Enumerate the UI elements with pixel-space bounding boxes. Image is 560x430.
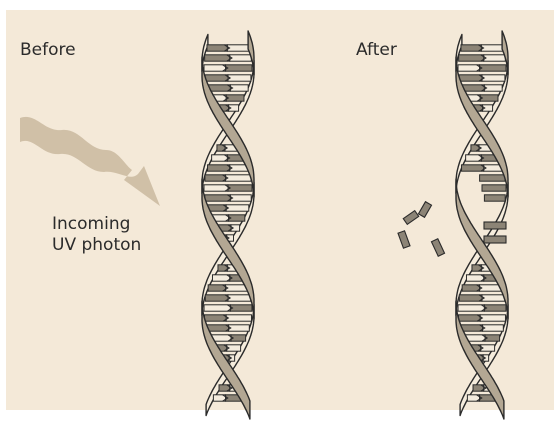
base-right <box>228 75 251 81</box>
base-right <box>228 185 252 191</box>
damaged-base <box>484 222 506 229</box>
base-right <box>484 55 506 61</box>
base-left <box>459 315 481 321</box>
base-left <box>205 75 228 81</box>
before-label: Before <box>20 40 76 61</box>
base-right <box>230 305 252 311</box>
base-right <box>481 45 503 51</box>
base-left <box>461 45 481 51</box>
base-pair-broken <box>480 175 505 181</box>
base-left <box>458 305 484 311</box>
base-left <box>461 325 483 331</box>
after-label: After <box>356 40 397 61</box>
incoming-label-line2: UV photon <box>52 235 141 256</box>
base-left <box>458 65 480 71</box>
base-right <box>480 65 506 71</box>
base-left <box>205 195 231 201</box>
base-right <box>226 175 251 181</box>
base-left <box>205 175 226 181</box>
base-left <box>459 55 484 61</box>
base-right <box>482 295 505 301</box>
base-left <box>207 45 227 51</box>
base-left <box>462 165 484 171</box>
incoming-uv-photon-label: Incoming UV photon <box>52 214 141 256</box>
base-right <box>226 315 251 321</box>
base-right <box>482 75 505 81</box>
base-right <box>227 45 249 51</box>
base-left <box>459 295 482 301</box>
base-left <box>462 285 479 291</box>
damaged-base <box>484 236 506 243</box>
base-pair-broken <box>482 185 506 191</box>
base-right <box>480 315 505 321</box>
base-left <box>205 55 230 61</box>
base-left <box>208 285 225 291</box>
base-left <box>204 185 228 191</box>
base-right <box>230 55 252 61</box>
incoming-label-line1: Incoming <box>52 214 141 235</box>
base-left <box>459 75 482 81</box>
base-left <box>204 65 226 71</box>
base-left <box>205 315 227 321</box>
base-right <box>484 305 506 311</box>
base-right <box>226 205 249 211</box>
base-left <box>205 295 228 301</box>
base-left <box>204 305 230 311</box>
base-right <box>228 295 251 301</box>
base-left <box>208 165 230 171</box>
base-right <box>230 195 251 201</box>
base-pair-broken <box>484 195 505 201</box>
base-right <box>226 65 252 71</box>
base-left <box>207 325 229 331</box>
